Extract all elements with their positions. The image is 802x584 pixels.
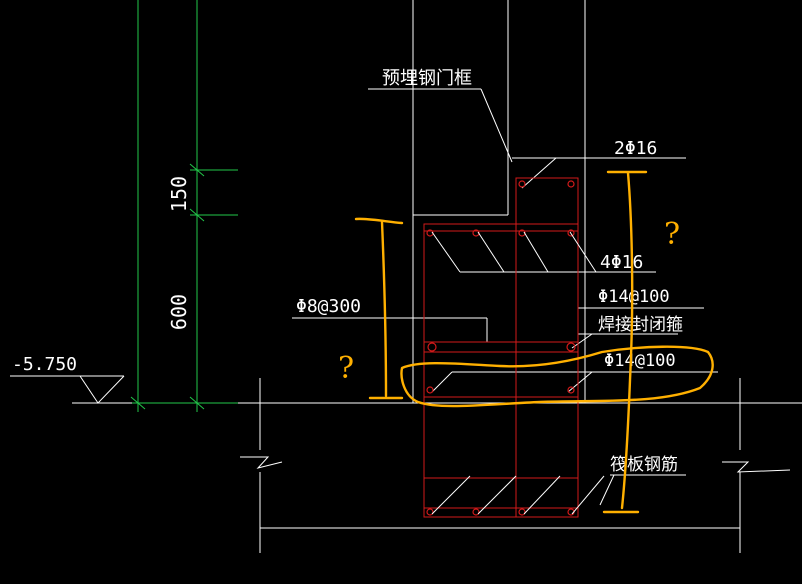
stirrup-right-label: Φ14@100 [598, 287, 670, 307]
rebar-cage [423, 177, 579, 518]
middle-bars-label: 4Φ16 [600, 252, 643, 273]
question-mark-left: ? [338, 351, 354, 386]
dimension-lines [130, 0, 238, 412]
raft-rebar-label: 筏板钢筋 [610, 455, 678, 475]
rebar-hatch [431, 231, 605, 515]
embedded-door-frame-label: 预埋钢门框 [382, 68, 472, 89]
markup-strokes [354, 170, 714, 514]
rebar-dots [426, 180, 576, 516]
welded-stirrup-label: 焊接封闭箍 [598, 315, 683, 335]
elevation-label: -5.750 [12, 354, 77, 375]
dimension-150: 150 [167, 176, 191, 212]
dimension-600: 600 [167, 294, 191, 330]
stirrup-left-label: Φ8@300 [296, 296, 361, 317]
top-bar-label: 2Φ16 [614, 138, 657, 159]
bottom-bar-label: Φ14@100 [604, 351, 676, 371]
question-mark-right: ? [664, 217, 680, 252]
